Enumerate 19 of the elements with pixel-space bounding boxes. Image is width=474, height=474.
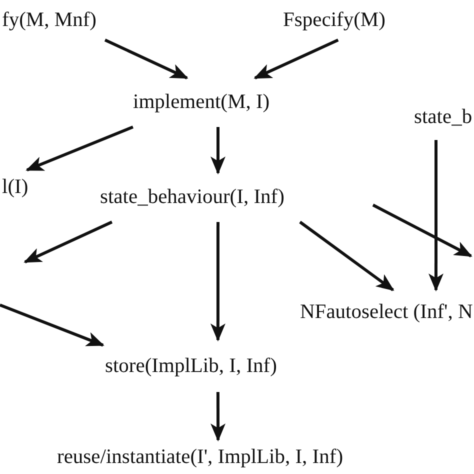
arrow bbox=[428, 140, 444, 292]
arrow bbox=[0, 304, 104, 347]
node-label: store(ImplLib, I, Inf) bbox=[105, 354, 277, 378]
arrow bbox=[210, 127, 226, 174]
arrow bbox=[26, 126, 134, 172]
arrow bbox=[299, 220, 394, 292]
node-label: state_behaviour(I, Inf) bbox=[100, 186, 284, 209]
node-label: state_b bbox=[414, 106, 472, 129]
node-label: l(I) bbox=[2, 176, 28, 199]
arrow bbox=[104, 38, 188, 80]
node-label: fy(M, Mnf) bbox=[2, 8, 97, 32]
arrow bbox=[210, 222, 226, 342]
node-label: NFautoselect (Inf', N bbox=[300, 301, 473, 324]
node-label: reuse/instantiate(I', ImplLib, I, Inf) bbox=[57, 446, 344, 468]
node-label: implement(M, I) bbox=[133, 91, 270, 114]
arrow bbox=[210, 392, 226, 442]
arrow bbox=[24, 220, 113, 264]
arrow bbox=[254, 38, 339, 80]
node-label: Fspecify(M) bbox=[283, 8, 386, 32]
